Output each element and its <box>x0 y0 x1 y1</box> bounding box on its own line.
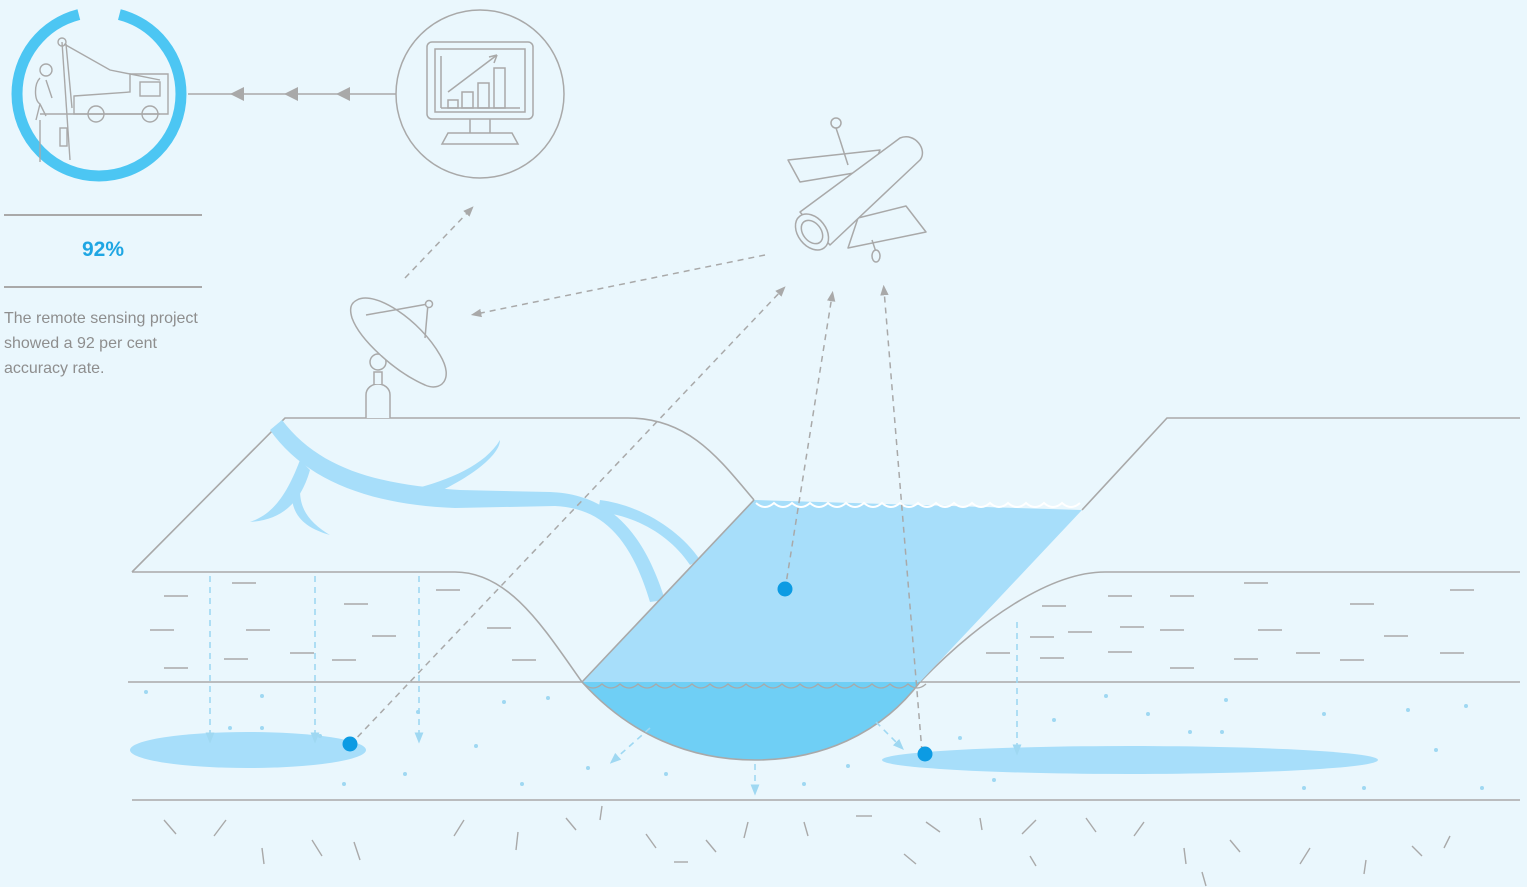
bedrock-mark <box>706 840 716 852</box>
sediment-dot <box>1224 698 1228 702</box>
bedrock-mark <box>516 832 518 850</box>
bedrock-mark <box>1184 848 1186 864</box>
bedrock-mark <box>1230 840 1240 852</box>
bedrock-mark <box>1300 848 1310 864</box>
bedrock-mark <box>1086 818 1096 832</box>
sediment-dot <box>802 782 806 786</box>
measurement-point-left <box>343 737 358 752</box>
sediment-dot <box>318 734 322 738</box>
bedrock-mark <box>454 820 464 836</box>
sediment-dot <box>228 726 232 730</box>
sediment-dot <box>144 690 148 694</box>
bedrock-mark <box>354 842 360 860</box>
sediment-dot <box>1434 748 1438 752</box>
bedrock-mark <box>1412 846 1422 856</box>
sediment-dot <box>958 736 962 740</box>
satellite-icon <box>788 118 926 262</box>
measurement-point-right <box>918 747 933 762</box>
bedrock-mark <box>744 822 748 838</box>
sediment-dot <box>664 772 668 776</box>
lake <box>582 500 1082 760</box>
sediment-dot <box>846 764 850 768</box>
sediment-dot <box>1220 730 1224 734</box>
accuracy-caption: The remote sensing project showed a 92 p… <box>4 306 214 381</box>
sediment-dot <box>546 696 550 700</box>
aquifer-right <box>882 746 1378 774</box>
sediment-dot <box>260 694 264 698</box>
bedrock-mark <box>980 818 982 830</box>
satellite-dish-icon <box>351 298 447 418</box>
sediment-dot <box>1302 786 1306 790</box>
sediment-dot <box>1480 786 1484 790</box>
computer-chart-icon <box>396 10 564 178</box>
bedrock-mark <box>164 820 176 834</box>
bedrock-mark <box>600 806 602 820</box>
measurement-point-lake <box>778 582 793 597</box>
sediment-dot <box>1052 718 1056 722</box>
accuracy-value: 92% <box>4 238 202 262</box>
bedrock-texture <box>164 806 1450 886</box>
bedrock-mark <box>904 854 916 864</box>
sediment-dot <box>1146 712 1150 716</box>
bedrock-mark <box>804 822 808 836</box>
bedrock-mark <box>1134 822 1144 836</box>
report-flow-arrows <box>188 87 396 101</box>
bedrock-mark <box>1364 860 1366 874</box>
sediment-dot <box>403 772 407 776</box>
sediment-dot <box>992 778 996 782</box>
sediment-dot <box>1464 704 1468 708</box>
bedrock-mark <box>1444 836 1450 848</box>
aquifer-left <box>130 732 366 768</box>
bedrock-mark <box>262 848 264 864</box>
sediment-dot <box>520 782 524 786</box>
sediment-dot <box>342 782 346 786</box>
bedrock-mark <box>214 820 226 836</box>
sediment-dot <box>474 744 478 748</box>
stat-top-rule <box>4 214 202 216</box>
sediment-dot <box>502 700 506 704</box>
sediment-dot <box>1188 730 1192 734</box>
bedrock-mark <box>646 834 656 848</box>
sediment-dot <box>1362 786 1366 790</box>
bedrock-mark <box>1030 856 1036 866</box>
bedrock-mark <box>926 822 940 832</box>
bedrock-mark <box>312 840 322 856</box>
bedrock-mark <box>1202 872 1206 886</box>
sediment-dot <box>586 766 590 770</box>
bedrock-mark <box>1022 820 1036 834</box>
field-survey-truck-icon <box>12 7 186 181</box>
sediment-dot <box>260 726 264 730</box>
bedrock-mark <box>566 818 576 830</box>
sediment-dot <box>1322 712 1326 716</box>
sediment-dot <box>1104 694 1108 698</box>
stat-bottom-rule <box>4 286 202 288</box>
sediment-dot <box>1406 708 1410 712</box>
